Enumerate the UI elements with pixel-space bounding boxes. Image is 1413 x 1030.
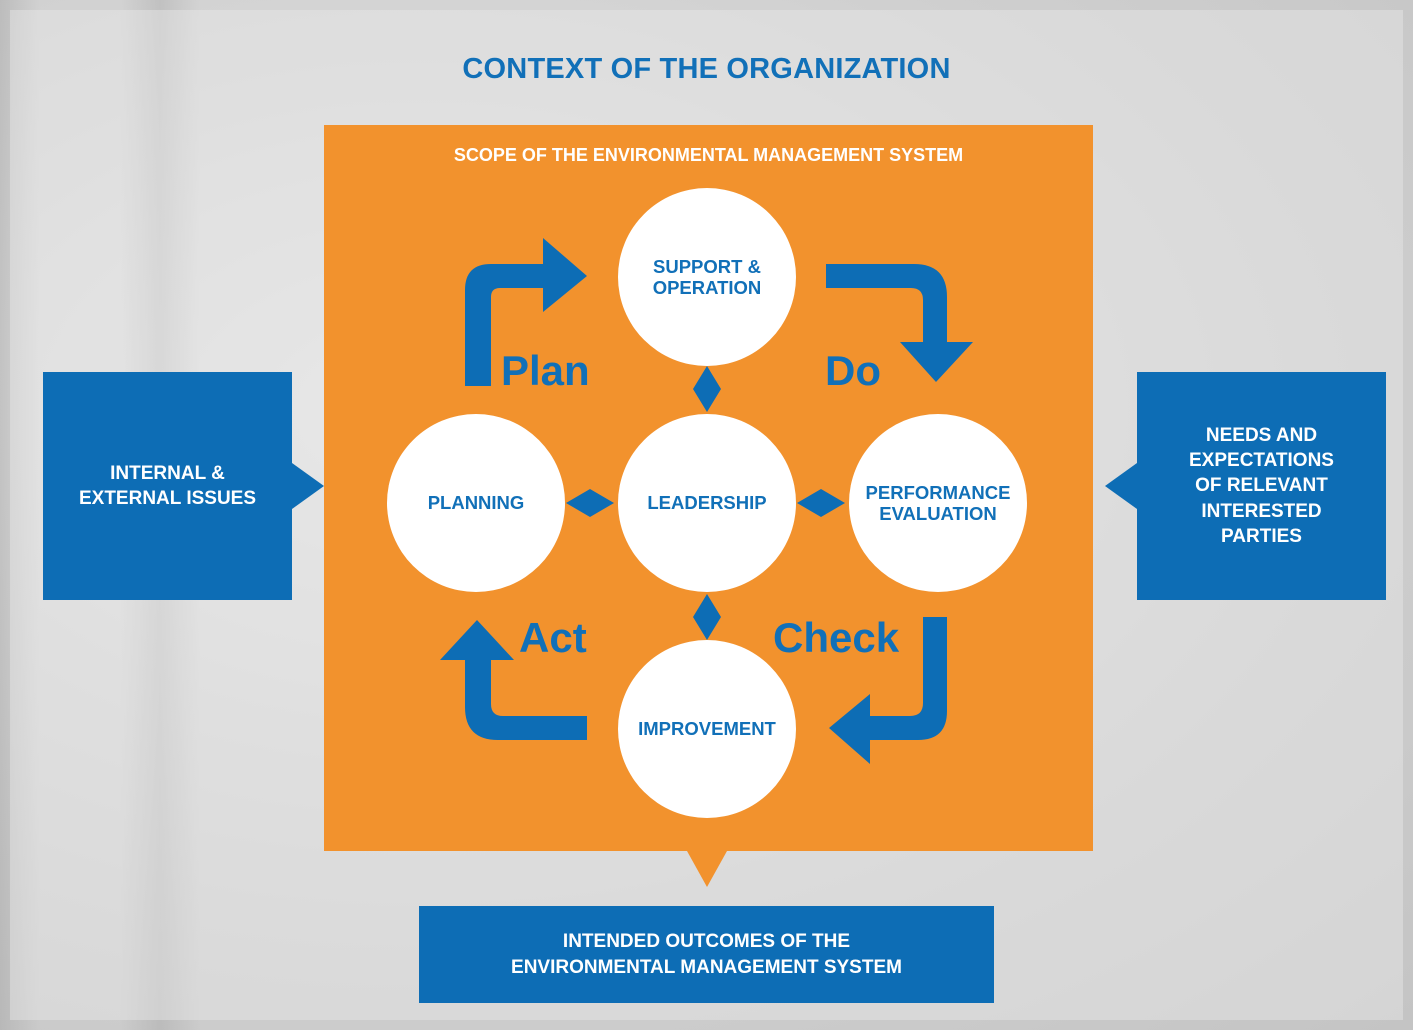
interested-parties-box: NEEDS AND EXPECTATIONS OF RELEVANT INTER…: [1137, 372, 1386, 600]
do-arrow: [826, 264, 973, 382]
performance-evaluation-label: PERFORMANCE EVALUATION: [865, 481, 1011, 524]
top-connector-diamond: [693, 366, 721, 412]
plan-phase-label: Plan: [501, 347, 590, 394]
check-phase-label: Check: [773, 614, 900, 661]
left-box-pointer: [292, 463, 324, 509]
internal-external-issues-label: INTERNAL & EXTERNAL ISSUES: [78, 462, 257, 509]
plan-arrow: [465, 238, 587, 386]
right-box-pointer: [1105, 463, 1137, 509]
leadership-label: LEADERSHIP: [647, 492, 767, 514]
act-phase-label: Act: [519, 614, 587, 661]
support-operation-circle: SUPPORT & OPERATION: [618, 188, 796, 366]
internal-external-issues-box: INTERNAL & EXTERNAL ISSUES: [43, 372, 292, 600]
intended-outcomes-label: INTENDED OUTCOMES OF THE ENVIRONMENTAL M…: [511, 930, 902, 978]
bottom-box-pointer: [687, 851, 727, 887]
interested-parties-label: NEEDS AND EXPECTATIONS OF RELEVANT INTER…: [1189, 425, 1334, 547]
check-arrow: [829, 617, 947, 764]
improvement-label: IMPROVEMENT: [638, 718, 776, 740]
intended-outcomes-box: INTENDED OUTCOMES OF THE ENVIRONMENTAL M…: [419, 906, 994, 1003]
do-phase-label: Do: [825, 347, 881, 394]
bottom-connector-diamond: [693, 594, 721, 640]
planning-circle: PLANNING: [387, 414, 565, 592]
support-operation-label: SUPPORT & OPERATION: [652, 255, 762, 298]
scope-label: SCOPE OF THE ENVIRONMENTAL MANAGEMENT SY…: [453, 145, 964, 165]
left-connector-diamond: [566, 489, 614, 517]
planning-label: PLANNING: [427, 492, 525, 514]
improvement-circle: IMPROVEMENT: [618, 640, 796, 818]
diagram-title: CONTEXT OF THE ORGANIZATION: [462, 53, 951, 85]
performance-evaluation-circle: PERFORMANCE EVALUATION: [849, 414, 1027, 592]
right-connector-diamond: [797, 489, 845, 517]
act-arrow: [440, 620, 587, 740]
leadership-circle: LEADERSHIP: [618, 414, 796, 592]
